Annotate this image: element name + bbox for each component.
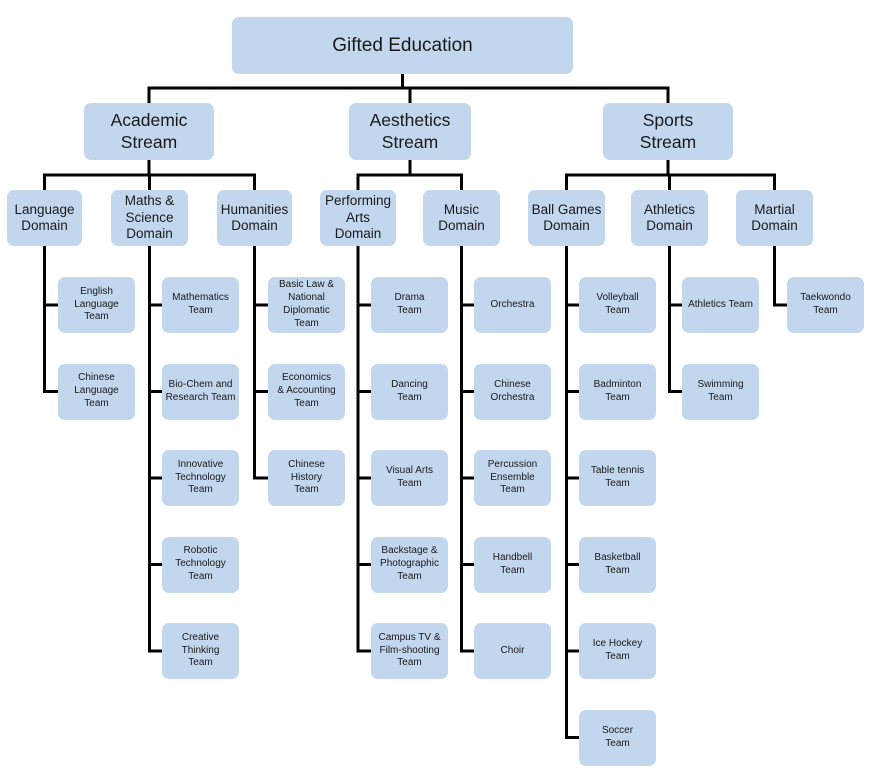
domain-node: Language Domain bbox=[7, 190, 82, 246]
team-node: Backstage & Photographic Team bbox=[371, 536, 448, 593]
stream-node: Academic Stream bbox=[84, 103, 214, 160]
team-node: Badminton Team bbox=[579, 363, 656, 420]
team-node: Chinese Language Team bbox=[58, 363, 135, 420]
team-node: Campus TV & Film-shooting Team bbox=[371, 623, 448, 679]
team-node: Creative Thinking Team bbox=[162, 623, 239, 679]
team-node: Robotic Technology Team bbox=[162, 536, 239, 593]
stream-node: Sports Stream bbox=[603, 103, 733, 160]
domain-node: Maths & Science Domain bbox=[111, 190, 188, 246]
team-node: English Language Team bbox=[58, 277, 135, 333]
team-node: Basic Law & National Diplomatic Team bbox=[268, 277, 345, 333]
domain-node: Performing Arts Domain bbox=[320, 190, 396, 246]
domain-node: Ball Games Domain bbox=[528, 190, 605, 246]
team-node: Athletics Team bbox=[682, 277, 759, 333]
team-node: Taekwondo Team bbox=[787, 277, 864, 333]
team-node: Innovative Technology Team bbox=[162, 450, 239, 506]
team-node: Economics & Accounting Team bbox=[268, 363, 345, 420]
team-node: Mathematics Team bbox=[162, 277, 239, 333]
domain-node: Athletics Domain bbox=[631, 190, 708, 246]
team-node: Ice Hockey Team bbox=[579, 623, 656, 679]
team-node: Swimming Team bbox=[682, 363, 759, 420]
domain-node: Music Domain bbox=[423, 190, 500, 246]
team-node: Basketball Team bbox=[579, 536, 656, 593]
team-node: Soccer Team bbox=[579, 709, 656, 766]
team-node: Chinese Orchestra bbox=[474, 363, 551, 420]
team-node: Orchestra bbox=[474, 277, 551, 333]
team-node: Drama Team bbox=[371, 277, 448, 333]
team-node: Chinese History Team bbox=[268, 450, 345, 506]
team-node: Handbell Team bbox=[474, 536, 551, 593]
root-node-gifted-education: Gifted Education bbox=[232, 17, 573, 74]
domain-node: Martial Domain bbox=[736, 190, 813, 246]
domain-node: Humanities Domain bbox=[217, 190, 292, 246]
team-node: Dancing Team bbox=[371, 363, 448, 420]
team-node: Table tennis Team bbox=[579, 450, 656, 506]
team-node: Percussion Ensemble Team bbox=[474, 450, 551, 506]
stream-node: Aesthetics Stream bbox=[349, 103, 471, 160]
team-node: Volleyball Team bbox=[579, 277, 656, 333]
team-node: Choir bbox=[474, 623, 551, 679]
team-node: Visual Arts Team bbox=[371, 450, 448, 506]
team-node: Bio-Chem and Research Team bbox=[162, 363, 239, 420]
